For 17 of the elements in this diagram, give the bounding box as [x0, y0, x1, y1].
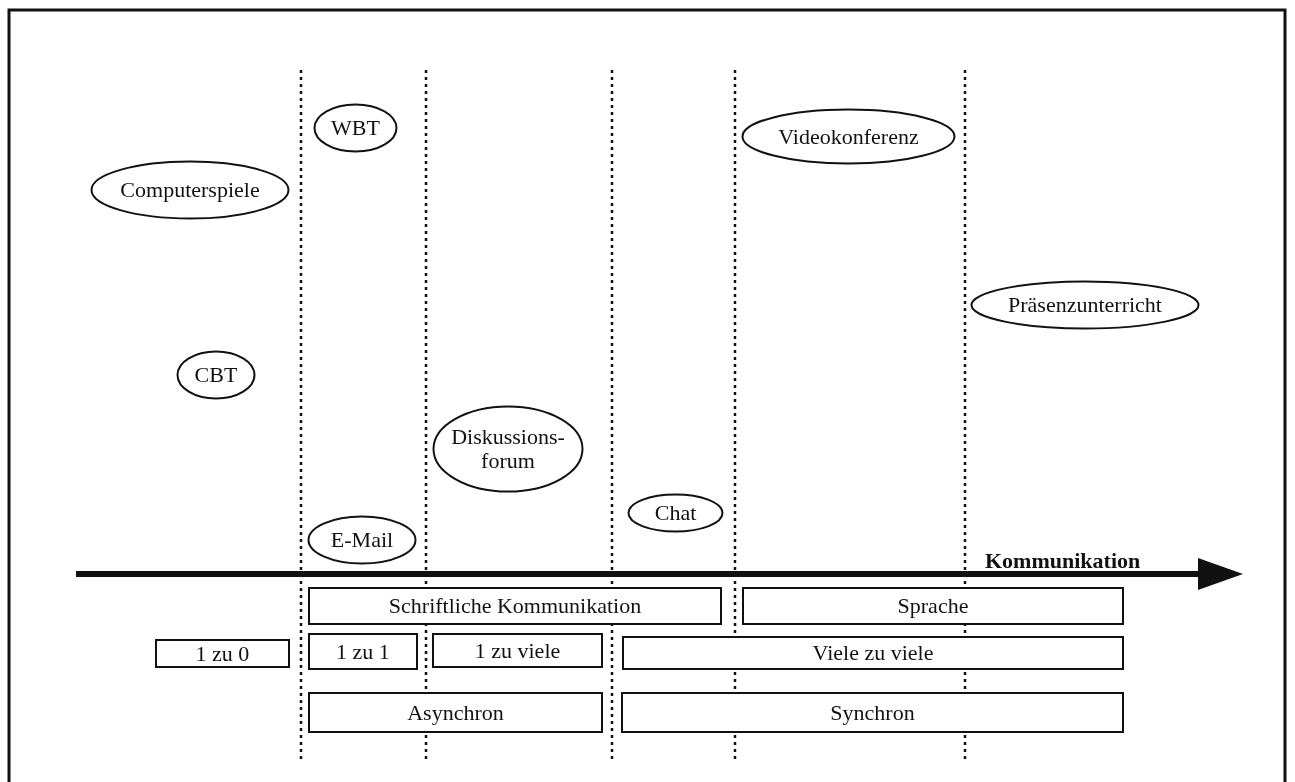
- category-label: 1 zu 1: [308, 633, 418, 670]
- category-label: Synchron: [621, 692, 1124, 733]
- oval-label: Diskussions- forum: [432, 405, 584, 493]
- oval-label: Chat: [627, 493, 724, 533]
- category-label: Viele zu viele: [622, 636, 1124, 670]
- oval-label: Videokonferenz: [741, 108, 956, 165]
- oval-label: Präsenzunterricht: [970, 280, 1200, 330]
- category-label: 1 zu viele: [432, 633, 603, 668]
- oval-label: CBT: [176, 350, 256, 400]
- category-label: Sprache: [742, 587, 1124, 625]
- oval-label: E-Mail: [307, 515, 417, 565]
- category-label: Schriftliche Kommunikation: [308, 587, 722, 625]
- oval-label: WBT: [313, 103, 398, 153]
- category-label: 1 zu 0: [155, 639, 290, 668]
- axis-label: Kommunikation: [985, 548, 1141, 574]
- category-label: Asynchron: [308, 692, 603, 733]
- oval-label: Computerspiele: [90, 160, 290, 220]
